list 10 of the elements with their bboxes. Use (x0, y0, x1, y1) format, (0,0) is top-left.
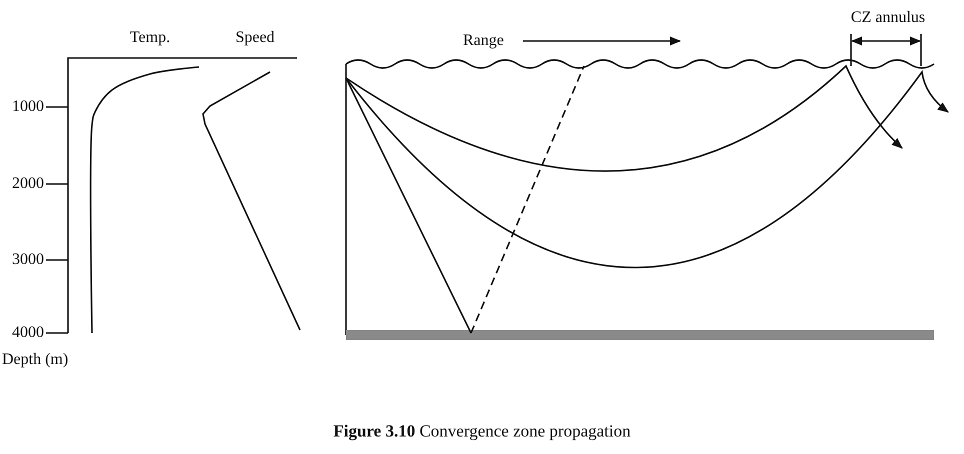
axis-label: Depth (m) (2, 352, 68, 368)
figure-caption: Figure 3.10 Convergence zone propagation (333, 422, 631, 440)
tick-label: 4000 (12, 325, 44, 341)
tick-label: 3000 (12, 252, 44, 268)
tick-label: 2000 (12, 176, 44, 192)
tick-label: 1000 (12, 99, 44, 115)
dimension-label: CZ annulus (850, 10, 926, 26)
axis-label: Temp. (130, 30, 170, 46)
axis-label: Range (463, 33, 504, 49)
axis-label: Speed (235, 30, 275, 46)
